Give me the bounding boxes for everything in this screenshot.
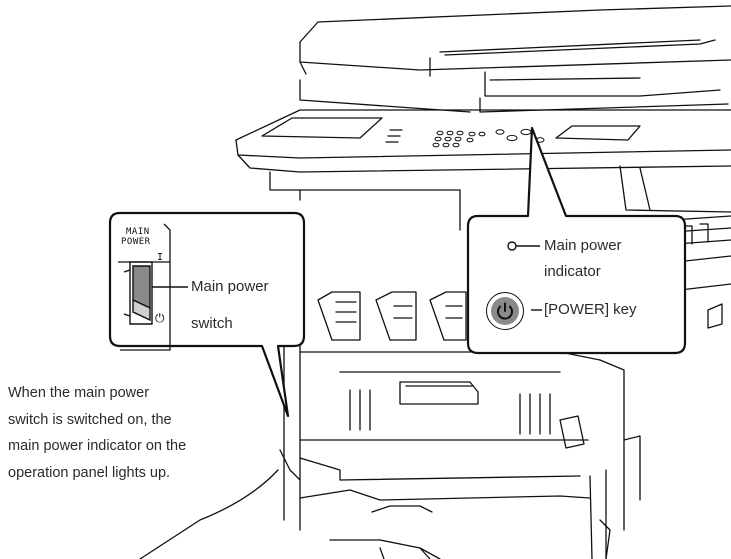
switch-panel-label-main: MAIN <box>126 227 150 237</box>
switch-on-symbol: I <box>157 252 164 263</box>
caption-line: switch is switched on, the <box>8 411 172 428</box>
power-key-label: [POWER] key <box>544 301 637 318</box>
main-power-switch-label-line2: switch <box>191 315 233 332</box>
caption-line: operation panel lights up. <box>8 464 171 481</box>
caption-line: When the main power <box>8 385 150 401</box>
power-key-button[interactable] <box>486 292 524 330</box>
switch-panel-label-power: POWER <box>121 237 151 247</box>
caption-line: main power indicator on the <box>8 438 187 454</box>
main-power-indicator-label-line1: Main power <box>544 237 622 254</box>
main-power-switch-label-line1: Main power <box>191 278 269 295</box>
main-power-indicator-label-line2: indicator <box>544 263 601 280</box>
caption: When the main power switch is switched o… <box>8 380 268 486</box>
power-icon <box>491 297 519 325</box>
switch-standby-icon: ⏻ <box>155 311 165 325</box>
